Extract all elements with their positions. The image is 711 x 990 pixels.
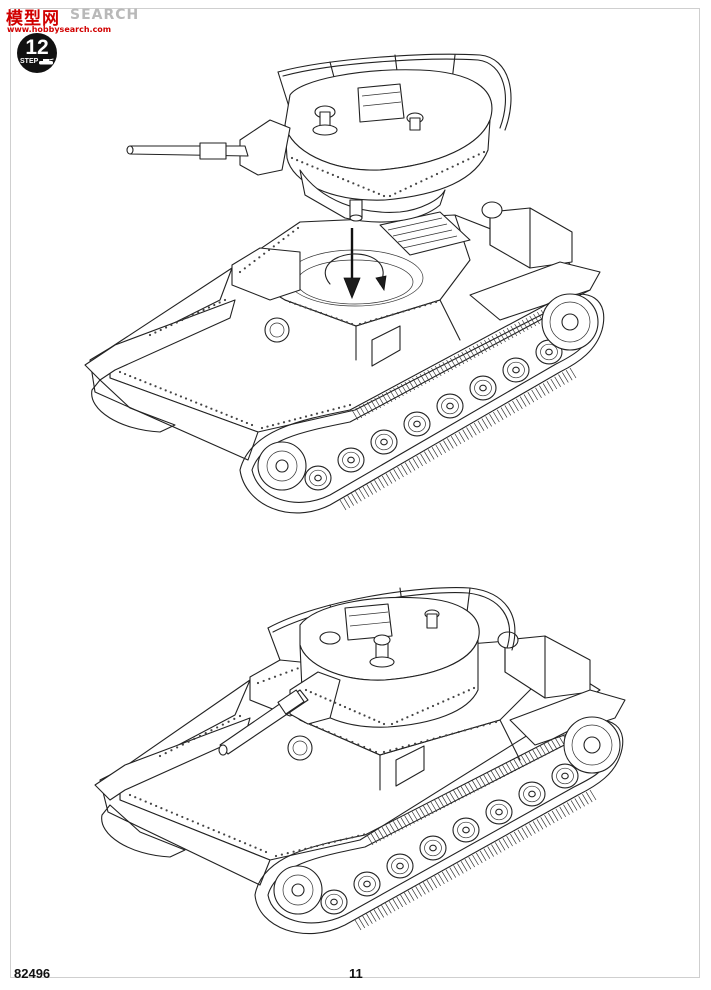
- watermark-en: SEARCH: [70, 7, 140, 23]
- tank-assembled-drawing: [94, 587, 626, 934]
- watermark: 模型网 SEARCH www.hobbysearch.com: [4, 4, 174, 38]
- tank-turret-install-drawing: [84, 53, 605, 514]
- page-number: 11: [349, 966, 363, 981]
- watermark-url: www.hobbysearch.com: [7, 25, 112, 34]
- step-circle: [17, 33, 57, 73]
- page-frame: [10, 8, 700, 978]
- step-label: STEP: [20, 58, 39, 65]
- watermark-cn: 模型网: [6, 9, 60, 29]
- step-badge: 12 STEP: [17, 33, 75, 73]
- step-number: 12: [25, 36, 49, 59]
- tank-icon: [39, 58, 54, 65]
- kit-code: 82496: [14, 966, 51, 981]
- down-arrow-rotate-icon: [324, 228, 387, 300]
